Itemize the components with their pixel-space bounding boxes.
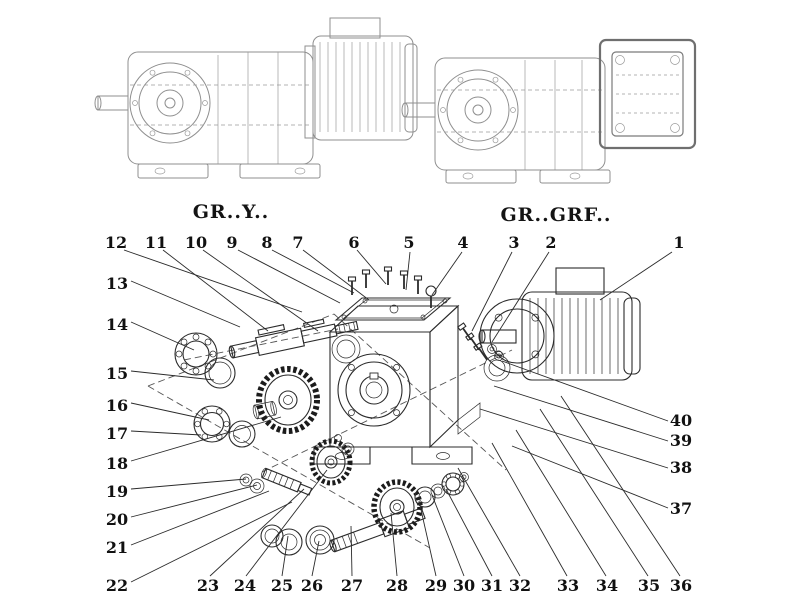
output-shaft <box>329 507 426 553</box>
end-caps <box>260 524 335 556</box>
callout-8: 8 <box>261 233 273 252</box>
shaft-key-2 <box>302 318 325 329</box>
callout-36: 36 <box>669 576 693 595</box>
callout-13: 13 <box>105 274 129 293</box>
callout-32: 32 <box>508 576 532 595</box>
callout-23: 23 <box>196 576 220 595</box>
housing-cover <box>334 297 452 321</box>
callout-4: 4 <box>457 233 469 252</box>
callout-14: 14 <box>105 315 129 334</box>
spacer-ring <box>228 420 256 448</box>
callout-40: 40 <box>669 411 693 430</box>
callout-39: 39 <box>669 431 693 450</box>
callout-18: 18 <box>105 454 129 473</box>
callout-15: 15 <box>105 364 129 383</box>
flange-block-grf <box>598 38 697 150</box>
callout-24: 24 <box>233 576 257 595</box>
callout-5: 5 <box>403 233 415 252</box>
callout-26: 26 <box>300 576 324 595</box>
assembled-view-gr-grf <box>401 38 697 184</box>
callout-30: 30 <box>452 576 476 595</box>
callout-33: 33 <box>556 576 580 595</box>
assembled-view-gr-y <box>94 17 418 179</box>
electric-motor <box>478 267 641 381</box>
callout-21: 21 <box>105 538 129 557</box>
washers <box>239 473 265 494</box>
callout-9: 9 <box>226 233 238 252</box>
variant-label-gr-y: GR..Y.. <box>192 201 270 223</box>
input-shaft <box>228 318 359 359</box>
callout-37: 37 <box>669 499 693 518</box>
callout-7: 7 <box>292 233 304 252</box>
callout-20: 20 <box>105 510 129 529</box>
callout-6: 6 <box>348 233 360 252</box>
callout-28: 28 <box>385 576 409 595</box>
seal-ring <box>204 357 236 389</box>
exploded-view <box>147 266 641 556</box>
gear-housing <box>313 304 481 465</box>
callout-12: 12 <box>104 233 128 252</box>
gear-output <box>371 479 423 535</box>
callout-16: 16 <box>105 396 129 415</box>
shaft-key-1 <box>257 324 286 336</box>
motor-gr-y <box>304 17 418 141</box>
callout-25: 25 <box>270 576 294 595</box>
leader-lines <box>123 249 681 583</box>
assembly-axes <box>147 313 513 549</box>
callout-38: 38 <box>669 458 693 477</box>
callout-2: 2 <box>545 233 557 252</box>
eye-bolt <box>425 285 437 308</box>
gear-medium <box>309 438 355 486</box>
callout-35: 35 <box>637 576 661 595</box>
variant-label-gr-grf: GR..GRF.. <box>500 204 612 226</box>
gear-large <box>256 366 320 434</box>
callout-29: 29 <box>424 576 448 595</box>
callout-11: 11 <box>144 233 168 252</box>
callout-3: 3 <box>508 233 520 252</box>
input-bearing-large <box>174 332 218 376</box>
callout-31: 31 <box>480 576 504 595</box>
output-bearings <box>414 472 469 508</box>
pinion-shaft <box>261 467 313 496</box>
callout-19: 19 <box>105 482 129 501</box>
callout-10: 10 <box>184 233 208 252</box>
callout-27: 27 <box>340 576 364 595</box>
callout-22: 22 <box>105 576 129 595</box>
cover-bolts <box>347 266 423 296</box>
ball-bearing-left <box>193 405 231 443</box>
callout-17: 17 <box>105 424 129 443</box>
callout-1: 1 <box>673 233 685 252</box>
callout-34: 34 <box>595 576 619 595</box>
